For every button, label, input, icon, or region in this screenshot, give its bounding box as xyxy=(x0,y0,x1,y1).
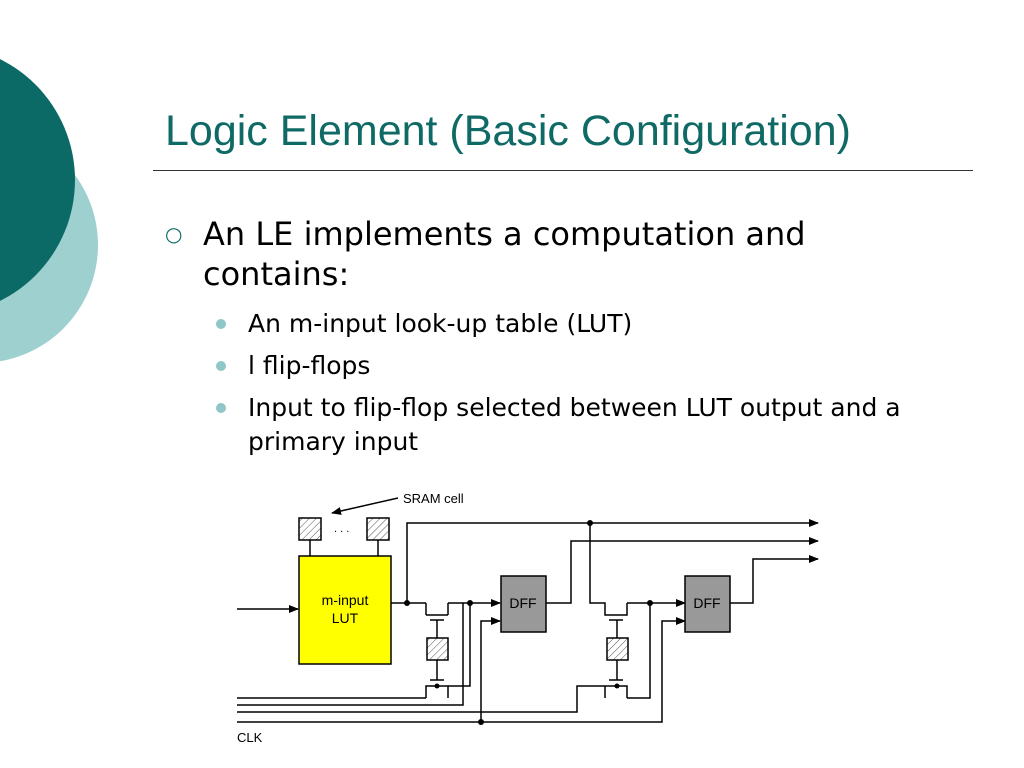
dff2-label: DFF xyxy=(693,595,720,611)
slide-title: Logic Element (Basic Configuration) xyxy=(165,107,851,155)
junction-dot xyxy=(404,600,410,606)
junction-dot xyxy=(587,520,593,526)
dot-bullet-icon xyxy=(216,403,226,413)
lut-output-wire xyxy=(391,519,819,604)
bus-line xyxy=(237,685,605,713)
dot-bullet-icon xyxy=(216,361,226,371)
dots-label: . . . xyxy=(334,523,349,535)
sram-cell-icon xyxy=(426,637,449,661)
hollow-circle-bullet-icon: ○ xyxy=(165,222,183,246)
junction-dot xyxy=(467,600,473,606)
decorative-circles xyxy=(0,59,98,362)
title-divider xyxy=(153,170,973,171)
clk-line xyxy=(237,617,686,723)
dff-block xyxy=(684,575,731,633)
dff1-clk-input xyxy=(480,617,501,722)
wire xyxy=(448,603,471,687)
mux-transistor xyxy=(605,685,628,698)
dff-block xyxy=(500,575,547,633)
bullet-text: An LE implements a computation and conta… xyxy=(203,215,806,293)
sram-cell-icon xyxy=(366,517,390,541)
clk-label: CLK xyxy=(237,730,263,745)
dark-teal-circle xyxy=(0,59,75,301)
junction-dot xyxy=(647,600,653,606)
wire xyxy=(589,523,628,616)
lut-block xyxy=(298,555,392,665)
dff1-output-wire xyxy=(546,537,819,604)
bullet-text: l flip-flops xyxy=(248,351,371,380)
wire xyxy=(627,603,651,699)
sram-cell-icon xyxy=(606,637,629,661)
dff1-label: DFF xyxy=(509,595,536,611)
dff2-output-wire xyxy=(730,555,819,604)
lut-label: m-input xyxy=(322,592,369,608)
junction-dot xyxy=(434,683,440,689)
junction-dot xyxy=(478,719,484,725)
bullet-text: An m-input look-up table (LUT) xyxy=(248,309,633,338)
bullet-text: Input to flip-flop selected between LUT … xyxy=(248,393,901,456)
dot-bullet-icon xyxy=(216,319,226,329)
bus-line xyxy=(237,603,464,706)
lut-label: LUT xyxy=(332,610,359,626)
sram-cell-icon xyxy=(298,517,322,541)
junction-dot xyxy=(614,683,620,689)
sram-cell-label: SRAM cell xyxy=(403,491,464,506)
sram-pointer-arrow xyxy=(331,497,399,515)
